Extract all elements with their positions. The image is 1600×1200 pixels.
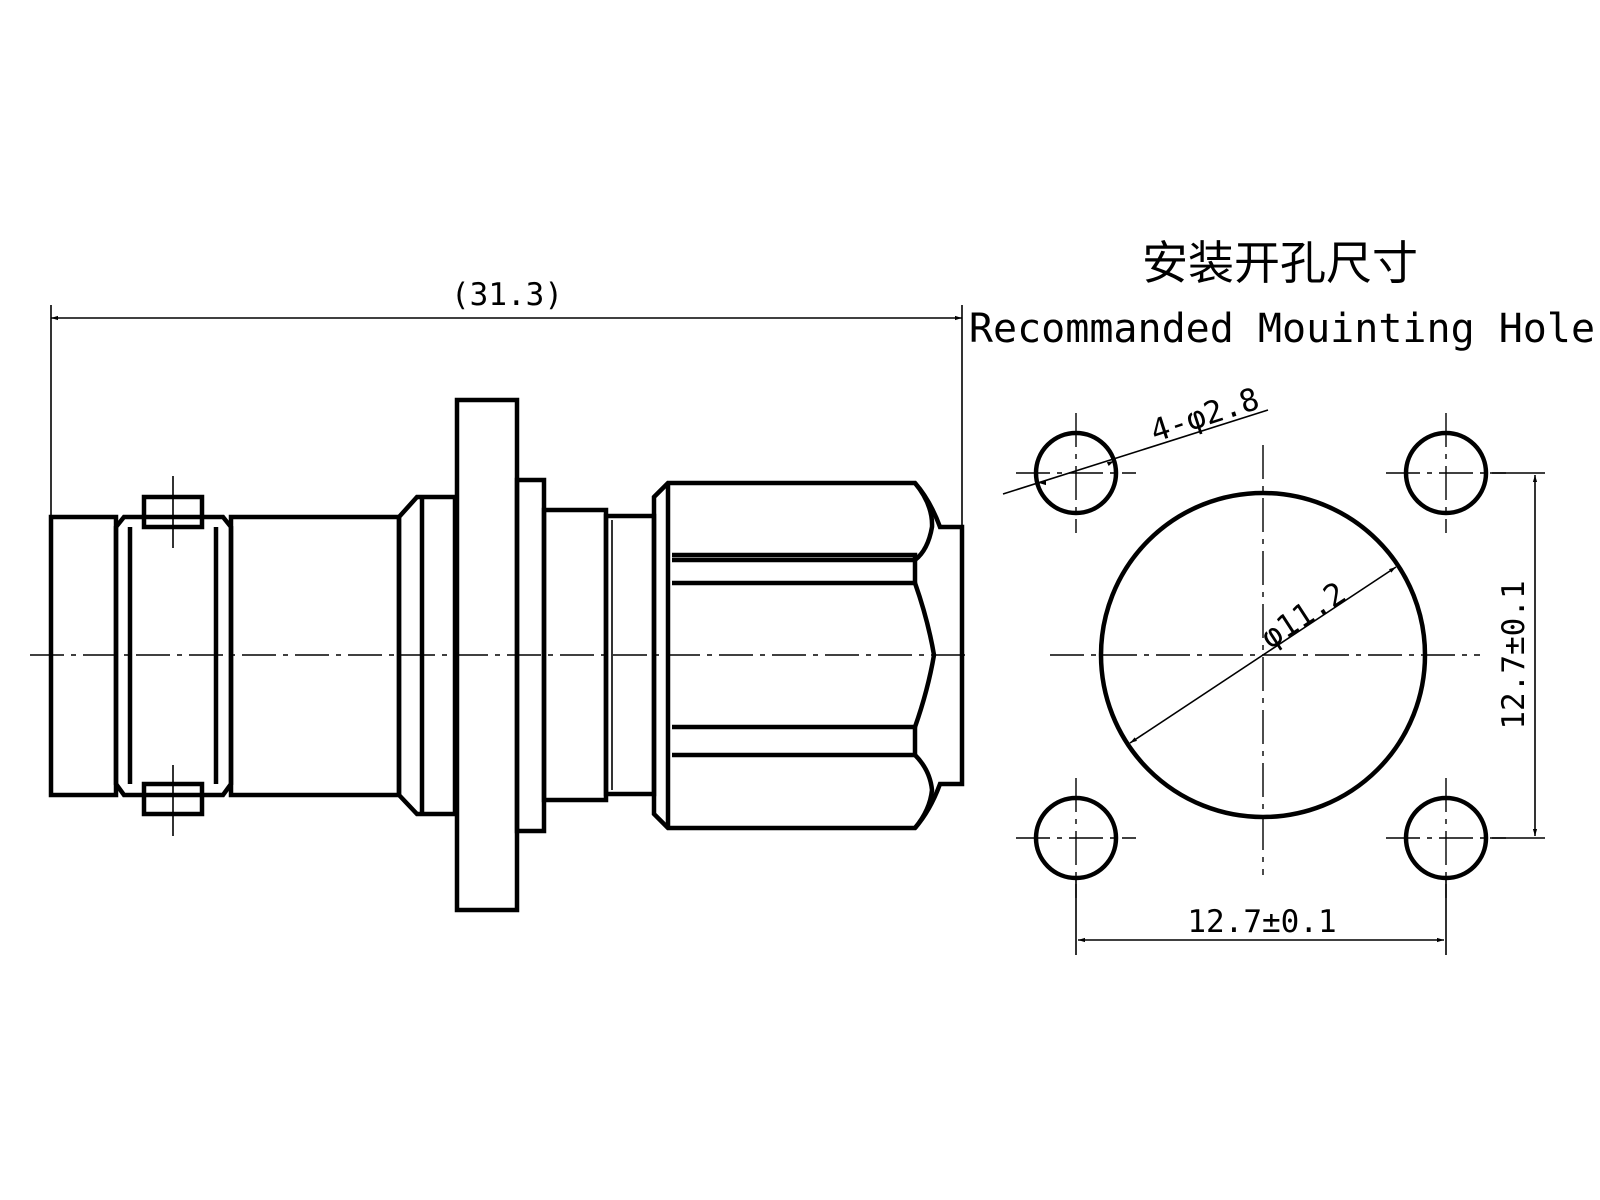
hex-nut: [651, 480, 965, 831]
overall-length-dimension: [50, 305, 963, 525]
bayonet-pins: [141, 476, 205, 836]
vertical-spacing-dimension: [1490, 472, 1545, 839]
center-hole: [1098, 490, 1428, 820]
overall-length-label: (31.3): [451, 277, 563, 313]
horizontal-spacing-label: 12.7±0.1: [1187, 904, 1336, 940]
mounting-hole-centerlines: [1016, 413, 1506, 898]
vertical-spacing-label: 12.7±0.1: [1496, 580, 1532, 729]
center-hole-diameter-line: [1129, 566, 1397, 744]
hole-callout-label: 4-φ2.8: [1146, 381, 1264, 450]
connector-side-view: (31.3): [30, 277, 965, 913]
bnc-front-body: [48, 514, 402, 798]
mounting-hole-view: 安装开孔尺寸 Recommanded Mouinting Hole φ11.2: [969, 236, 1595, 955]
mounting-holes: [1016, 413, 1506, 898]
horizontal-spacing-dimension: [1075, 880, 1447, 955]
title-chinese: 安装开孔尺寸: [1142, 236, 1418, 290]
hole-callout-leader: [1002, 409, 1269, 495]
center-hole-label: φ11.2: [1255, 575, 1353, 656]
title-english: Recommanded Mouinting Hole: [969, 306, 1595, 352]
